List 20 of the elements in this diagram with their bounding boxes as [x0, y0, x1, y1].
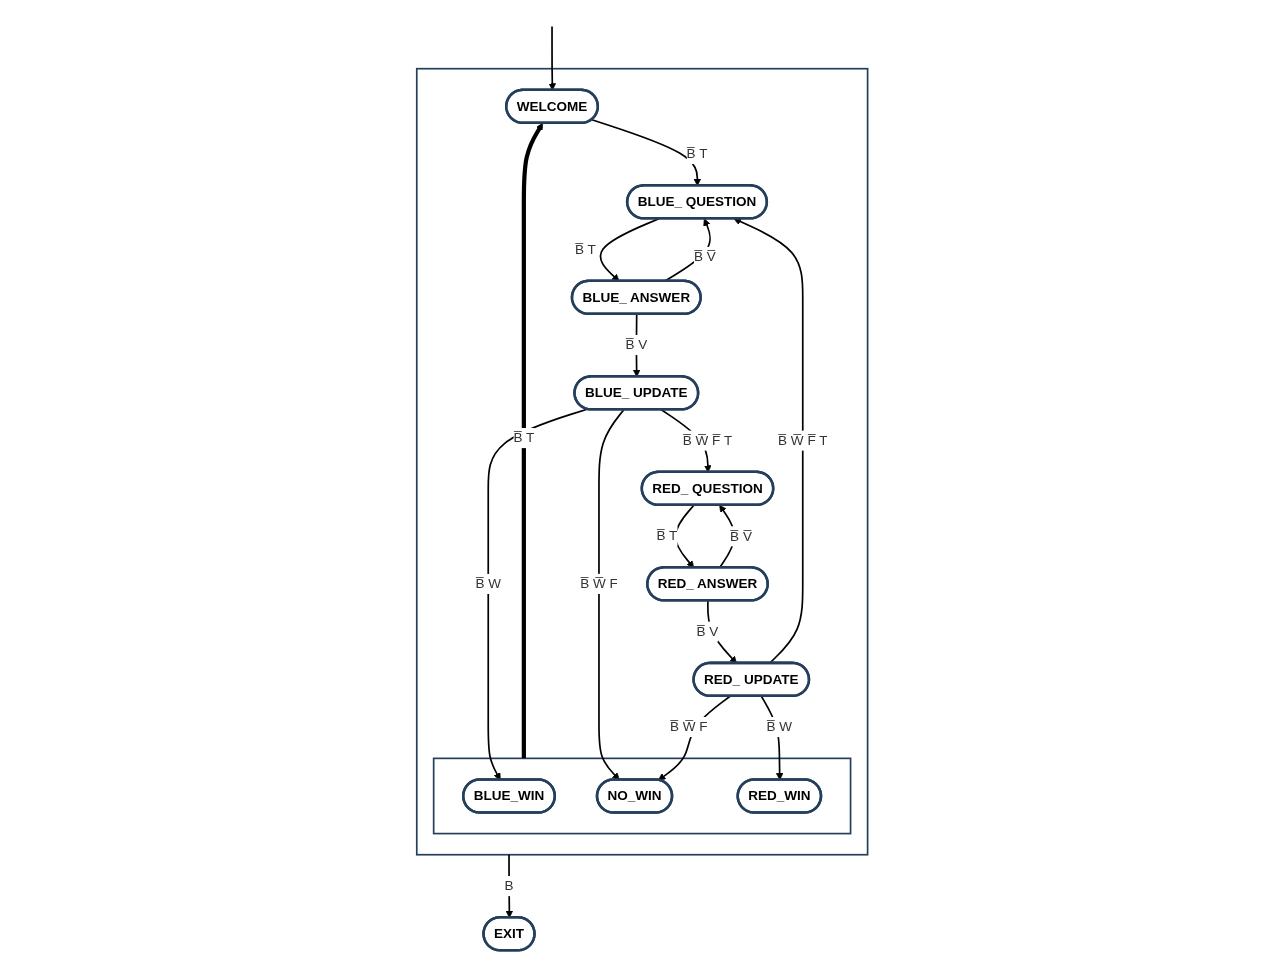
cluster: [416, 67, 869, 856]
edge-label: B̅ V̅: [694, 249, 717, 264]
arrow: [505, 853, 514, 918]
edge-label: B: [504, 878, 514, 893]
edge-label: B̅ W̅ F: [580, 576, 619, 591]
arrow: [658, 695, 732, 781]
edge-label: B̅ V: [696, 623, 719, 639]
edge-label: B̅ W: [766, 719, 793, 734]
edge-label: B̅ T: [513, 430, 535, 445]
edge-label: B̅ W̅ F: [670, 719, 708, 734]
edge-label: B̅ W: [475, 576, 502, 591]
arrow: [522, 122, 544, 759]
edge-label: B̅ T: [575, 241, 597, 257]
edge-label: B̅ W̅ F̅ T: [778, 432, 828, 448]
edge-label: B̅ V̅: [730, 528, 753, 544]
edge-label: B̅ V: [625, 337, 648, 352]
cluster: [433, 757, 852, 835]
edge-label: B̅ W̅ F̅ T: [683, 432, 733, 448]
edge-label: B̅ T: [686, 146, 708, 161]
edge-label: B̅ T: [656, 528, 678, 543]
